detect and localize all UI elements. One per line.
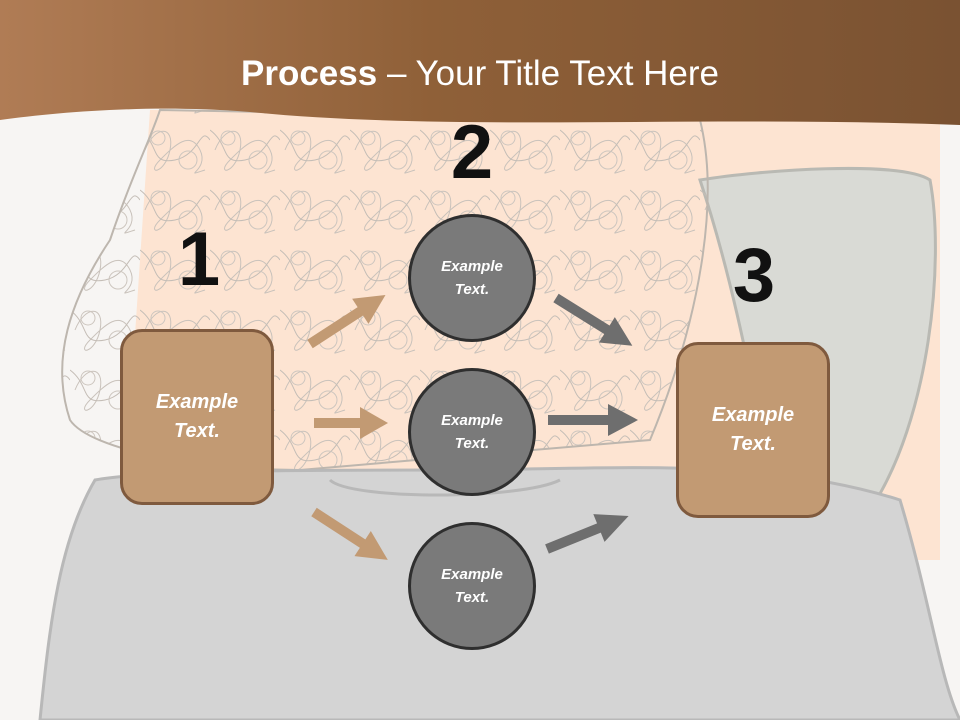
- circle-bottom-text: Example Text.: [441, 566, 503, 606]
- step-number-1: 1: [177, 217, 221, 302]
- step-3-box: Example Text.: [676, 342, 830, 518]
- circle-middle-text: Example Text.: [441, 412, 503, 452]
- title-bold: Process: [241, 54, 378, 93]
- title-rest: – Your Title Text Here: [377, 54, 719, 93]
- circle-top: Example Text.: [408, 214, 536, 342]
- circle-middle: Example Text.: [408, 368, 536, 496]
- step-3-text: Example Text.: [711, 404, 795, 455]
- circle-bottom: Example Text.: [408, 522, 536, 650]
- step-1-text: Example Text.: [155, 391, 239, 442]
- circle-top-text: Example Text.: [441, 258, 503, 298]
- page-title: Process – Your Title Text Here: [0, 52, 960, 96]
- step-number-3: 3: [732, 233, 776, 318]
- step-number-2: 2: [450, 110, 494, 195]
- step-1-box: Example Text.: [120, 329, 274, 505]
